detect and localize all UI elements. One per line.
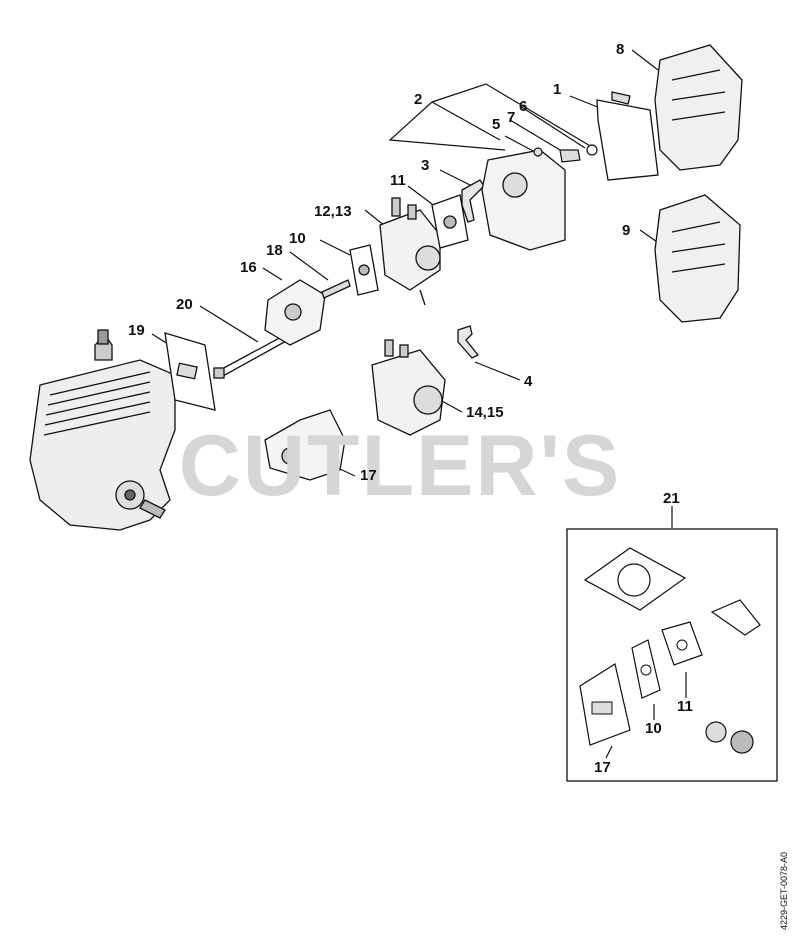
watermark: CUTLER'S [179, 420, 622, 510]
carburetor-alt [371, 339, 446, 436]
callout-20: 20 [176, 296, 193, 313]
small-fittings [533, 144, 598, 163]
gasket-kit-box [566, 528, 778, 782]
document-id: 4229-GET-0078-A0 [779, 852, 789, 930]
callout-2: 2 [414, 91, 423, 108]
callout-1: 1 [553, 81, 562, 98]
intake-flange [264, 279, 326, 346]
intake-elbow [264, 409, 346, 481]
callout-9: 9 [622, 222, 631, 239]
kit-seal-b [730, 730, 754, 754]
kit-gasket-11 [661, 621, 703, 666]
gasket-11 [431, 194, 469, 249]
callout-7: 7 [507, 109, 516, 126]
kit-cylinder-gasket [583, 547, 687, 611]
watermark-text: CUTLER'S [179, 420, 622, 510]
carburetor [379, 197, 441, 306]
air-filter-base [481, 149, 566, 251]
lever-4 [457, 325, 480, 359]
kit-exhaust-gasket [710, 599, 761, 636]
callout-5: 5 [492, 116, 501, 133]
callout-21: 21 [663, 490, 680, 507]
engine-cylinder [29, 329, 176, 531]
callout-12-13: 12,13 [314, 203, 352, 220]
callout-4: 4 [524, 373, 533, 390]
callout-8: 8 [616, 41, 625, 58]
gasket-10 [349, 244, 379, 296]
choke-lever [461, 179, 485, 223]
heat-shield-plate [164, 332, 216, 411]
callout-19: 19 [128, 322, 145, 339]
callout-14-15: 14,15 [466, 404, 504, 421]
callout-18: 18 [266, 242, 283, 259]
callout-16: 16 [240, 259, 257, 276]
screw [321, 279, 351, 299]
callout-3: 3 [421, 157, 430, 174]
filter-cover-8 [654, 44, 743, 171]
callout-6: 6 [519, 98, 528, 115]
kit-callout-10: 10 [645, 720, 662, 737]
callout-11: 11 [390, 172, 406, 189]
kit-callout-17: 17 [594, 759, 611, 776]
kit-gasket-10 [631, 639, 661, 699]
filter-cover-9 [654, 194, 741, 323]
callout-17: 17 [360, 467, 377, 484]
air-filter-element [596, 91, 659, 181]
kit-seal-a [705, 721, 727, 743]
long-bolt [213, 334, 289, 379]
kit-callout-11: 11 [677, 698, 693, 715]
document-id-text: 4229-GET-0078-A0 [779, 852, 789, 930]
callout-10: 10 [289, 230, 306, 247]
